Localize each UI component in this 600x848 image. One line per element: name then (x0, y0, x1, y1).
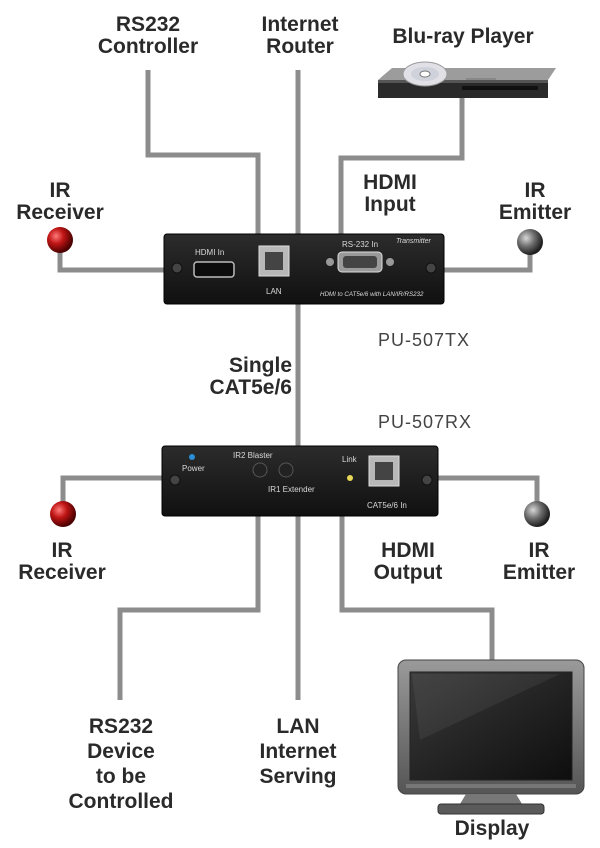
receiver-device: Power IR2 Blaster IR1 Extender Link CAT5… (161, 445, 439, 517)
tx-caption: HDMI to CAT5e/6 with LAN/IR/RS232 (320, 291, 424, 298)
tx-transmitter-label: Transmitter (396, 238, 432, 245)
ir-receiver-bottom-icon (50, 501, 76, 527)
cable-ir-emitter-bottom (432, 475, 540, 510)
cable-rs232-device (117, 514, 261, 700)
cable-ir-receiver-bottom (60, 475, 168, 510)
cable-ir-emitter-top (434, 242, 533, 273)
rx-link-label: Link (342, 455, 358, 464)
cable-hdmi-output (339, 514, 495, 660)
label-bluray-player: Blu-ray Player (392, 25, 534, 48)
power-led-icon (189, 454, 195, 460)
ir-receiver-top-icon (47, 227, 73, 253)
tx-hdmi-port (193, 261, 235, 278)
transmitter-device: HDMI In LAN RS-232 In Transmitter HDMI t… (163, 233, 445, 305)
bluray-player-icon (378, 61, 556, 98)
cable-rs232-controller (145, 70, 261, 238)
rx-ir1-label: IR1 Extender (268, 485, 315, 494)
rx-power-label: Power (182, 464, 205, 473)
ir1-port (278, 462, 294, 478)
rx-ir2-label: IR2 Blaster (233, 451, 273, 460)
tx-hdmi-in-label: HDMI In (195, 248, 224, 257)
ir-emitter-top-icon (517, 229, 543, 255)
rx-cat-label: CAT5e/6 In (367, 501, 407, 510)
display-icon (397, 659, 585, 815)
cable-bluray (338, 92, 465, 238)
label-display: Display (454, 817, 530, 840)
tx-lan-label: LAN (266, 287, 282, 296)
cable-ir-receiver-top (57, 240, 170, 273)
link-led-icon (347, 475, 353, 481)
model-rx: PU-507RX (378, 412, 473, 432)
model-tx: PU-507TX (378, 330, 471, 350)
tx-rs232-label: RS-232 In (342, 240, 378, 249)
ir2-port (252, 462, 268, 478)
cables (57, 70, 540, 700)
ir-emitter-bottom-icon (524, 501, 550, 527)
